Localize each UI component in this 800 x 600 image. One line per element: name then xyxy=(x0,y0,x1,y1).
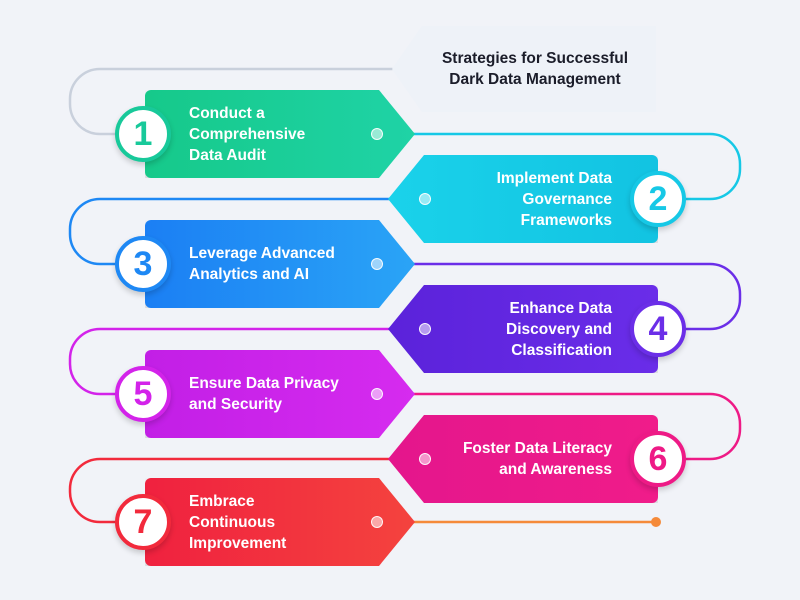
connector-title-to-step-1 xyxy=(68,67,394,136)
step-6-number-badge: 6 xyxy=(630,431,686,487)
step-3: Leverage Advanced Analytics and AI 3 xyxy=(115,220,415,308)
step-1-number-badge: 1 xyxy=(115,106,171,162)
step-7-connector-dot xyxy=(371,516,383,528)
step-1-connector-dot xyxy=(371,128,383,140)
connector-step-2-to-step-3 xyxy=(68,197,426,266)
step-4-label: Enhance Data Discovery and Classificatio… xyxy=(506,299,612,359)
connector-step-3-to-step-4 xyxy=(374,262,742,331)
title-banner: Strategies for Successful Dark Data Mana… xyxy=(392,26,656,112)
step-6: Foster Data Literacy and Awareness 6 xyxy=(388,415,686,503)
step-4-number-badge: 4 xyxy=(630,301,686,357)
step-3-number-badge: 3 xyxy=(115,236,171,292)
step-2: Implement Data Governance Frameworks 2 xyxy=(388,155,686,243)
title-text: Strategies for Successful Dark Data Mana… xyxy=(441,50,629,88)
step-2-connector-dot xyxy=(419,193,431,205)
step-2-number-badge: 2 xyxy=(630,171,686,227)
step-2-label: Implement Data Governance Frameworks xyxy=(496,169,612,229)
step-5-tag xyxy=(145,350,415,438)
step-3-label: Leverage Advanced Analytics and AI xyxy=(189,245,335,283)
connector-step-6-to-step-7 xyxy=(68,457,426,524)
step-3-connector-dot xyxy=(371,258,383,270)
step-6-label: Foster Data Literacy and Awareness xyxy=(462,440,612,478)
step-7-label: Embrace Continuous Improvement xyxy=(189,492,287,552)
step-4-tag xyxy=(388,285,658,373)
connector-step-5-to-step-6 xyxy=(374,392,742,461)
step-1: Conduct a Comprehensive Data Audit 1 xyxy=(115,90,415,178)
step-5-label: Ensure Data Privacy and Security xyxy=(189,375,339,413)
step-7-tag xyxy=(145,478,415,566)
step-5-connector-dot xyxy=(371,388,383,400)
step-7-number-badge: 7 xyxy=(115,494,171,550)
step-5-number-badge: 5 xyxy=(115,366,171,422)
step-4: Enhance Data Discovery and Classificatio… xyxy=(388,285,686,373)
step-1-tag xyxy=(145,90,415,178)
end-dot xyxy=(651,517,661,527)
step-2-tag xyxy=(388,155,658,243)
step-1-label: Conduct a Comprehensive Data Audit xyxy=(189,104,306,164)
step-6-connector-dot xyxy=(419,453,431,465)
step-6-tag xyxy=(388,415,658,503)
connector-step-1-to-step-2 xyxy=(374,132,742,201)
step-7: Embrace Continuous Improvement 7 xyxy=(115,478,415,566)
step-3-tag xyxy=(145,220,415,308)
step-4-connector-dot xyxy=(419,323,431,335)
step-5: Ensure Data Privacy and Security 5 xyxy=(115,350,415,438)
connector-step-4-to-step-5 xyxy=(68,327,426,396)
